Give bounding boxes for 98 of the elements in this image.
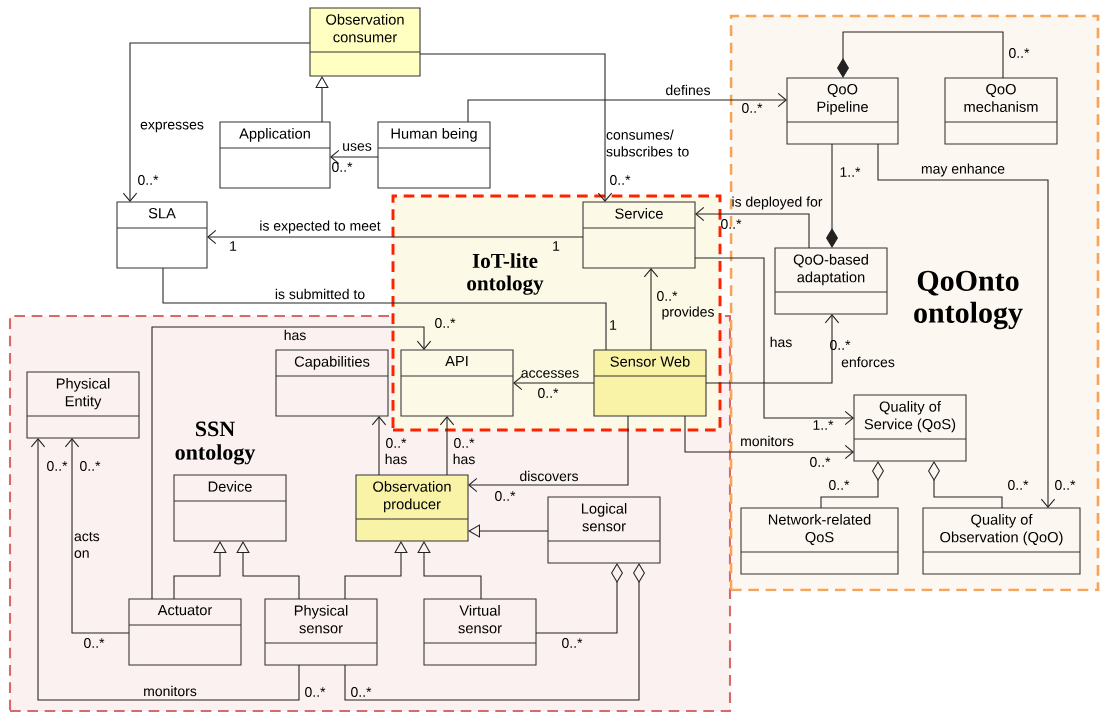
edge-label: enforces <box>841 356 895 368</box>
class-box: Quality of Observation (QoO) <box>922 507 1081 575</box>
association-arrow <box>371 416 387 476</box>
multiplicity-label: 0..* <box>47 461 68 471</box>
class-box: Capabilities <box>275 349 389 417</box>
edge-label: accesses <box>521 370 579 378</box>
aggregation-line <box>928 461 1003 509</box>
class-box: SLA <box>116 201 208 269</box>
edge-label: discovers <box>520 470 579 482</box>
edge-label: has <box>284 329 306 341</box>
class-box: API <box>400 349 514 417</box>
multiplicity-label: 0..* <box>305 687 326 697</box>
multiplicity-label: 1..* <box>813 420 834 430</box>
association-arrow <box>643 268 659 351</box>
association-arrow <box>64 438 130 634</box>
edge-label: has <box>453 453 475 465</box>
class-box: QoO-based adaptation <box>774 247 888 315</box>
class-box: Physical sensor <box>264 598 378 666</box>
multiplicity-label: 0..* <box>610 175 631 185</box>
class-box: Actuator <box>128 598 242 666</box>
multiplicity-label: 0..* <box>332 162 353 172</box>
multiplicity-label: 0..* <box>80 461 101 471</box>
multiplicity-label: 0..* <box>1008 480 1029 490</box>
association-arrow <box>122 42 311 202</box>
multiplicity-label: 0..* <box>742 103 763 113</box>
edge-label: acts on <box>74 532 100 558</box>
association-arrow <box>705 314 840 384</box>
generalization-arrow <box>236 541 300 600</box>
aggregation-line <box>344 563 645 701</box>
aggregation-line <box>820 461 884 509</box>
association-arrow <box>439 416 455 476</box>
edge-label: uses <box>343 143 372 151</box>
association-arrow <box>694 257 854 426</box>
edge-label: is expected to meet <box>260 220 381 234</box>
class-box: Observation producer <box>355 474 469 542</box>
edge-label: may enhance <box>921 163 1005 177</box>
class-box: Service <box>582 201 696 269</box>
generalization-arrow <box>344 541 408 600</box>
multiplicity-label: 0..* <box>538 388 559 398</box>
multiplicity-label: 0..* <box>454 438 475 448</box>
composition-line <box>837 31 1004 79</box>
multiplicity-label: 0..* <box>810 457 831 467</box>
generalization-arrow <box>468 524 549 538</box>
generalization-arrow <box>173 541 227 600</box>
edge-label: expresses <box>140 121 204 133</box>
class-box: Observation consumer <box>309 7 421 77</box>
multiplicity-label: 0..* <box>562 638 583 648</box>
edge-label: consumes/ subscribes to <box>606 129 689 157</box>
multiplicity-label: 1 <box>553 241 560 251</box>
multiplicity-label: 0..* <box>386 438 407 448</box>
class-box: QoO Pipeline <box>786 77 899 145</box>
multiplicity-label: 1 <box>610 320 617 330</box>
multiplicity-label: 1 <box>230 241 237 251</box>
association-arrow <box>30 438 300 701</box>
multiplicity-label: 0..* <box>657 291 678 301</box>
edge-label: is submitted to <box>275 288 365 300</box>
multiplicity-label: 0..* <box>721 219 742 229</box>
association-arrow <box>151 326 432 600</box>
edge-label: monitors <box>741 435 794 447</box>
class-box: Application <box>219 121 331 189</box>
association-arrow <box>513 375 595 391</box>
class-box: Human being <box>377 121 491 189</box>
class-box: Sensor Web <box>593 349 707 417</box>
edge-label: is deployed for <box>732 196 823 210</box>
composition-line <box>826 143 838 248</box>
multiplicity-label: 0..* <box>495 491 516 501</box>
generalization-arrow <box>417 541 482 600</box>
multiplicity-label: 0..* <box>138 175 159 185</box>
class-box: Network-related QoS <box>740 507 899 575</box>
class-box: Physical Entity <box>26 371 140 439</box>
edge-label: defines <box>666 84 711 96</box>
association-arrow <box>330 149 379 165</box>
multiplicity-label: 0..* <box>1009 48 1030 58</box>
multiplicity-label: 0..* <box>829 480 850 490</box>
association-line <box>162 267 607 351</box>
class-box: Quality of Service (QoS) <box>853 394 967 462</box>
class-box: QoO mechanism <box>944 77 1058 145</box>
aggregation-line <box>535 563 623 634</box>
association-arrow <box>684 415 854 460</box>
class-box: Logical sensor <box>547 496 661 564</box>
multiplicity-label: 0..* <box>84 638 105 648</box>
multiplicity-label: 0..* <box>1055 480 1076 490</box>
association-arrow <box>419 53 613 202</box>
multiplicity-label: 0..* <box>435 318 456 328</box>
association-arrow <box>695 206 810 249</box>
association-arrow <box>467 92 787 123</box>
association-arrow <box>468 415 629 493</box>
association-arrow <box>877 143 1056 508</box>
multiplicity-label: 0..* <box>351 687 372 697</box>
edge-label: has <box>385 453 407 465</box>
multiplicity-label: 0..* <box>830 340 851 350</box>
multiplicity-label: 1..* <box>840 167 861 177</box>
edge-label: has <box>770 336 792 348</box>
class-box: Device <box>173 474 287 542</box>
association-arrow <box>207 229 584 245</box>
class-box: Virtual sensor <box>423 598 537 666</box>
edge-label: monitors <box>144 685 197 697</box>
generalization-arrow <box>315 76 329 123</box>
